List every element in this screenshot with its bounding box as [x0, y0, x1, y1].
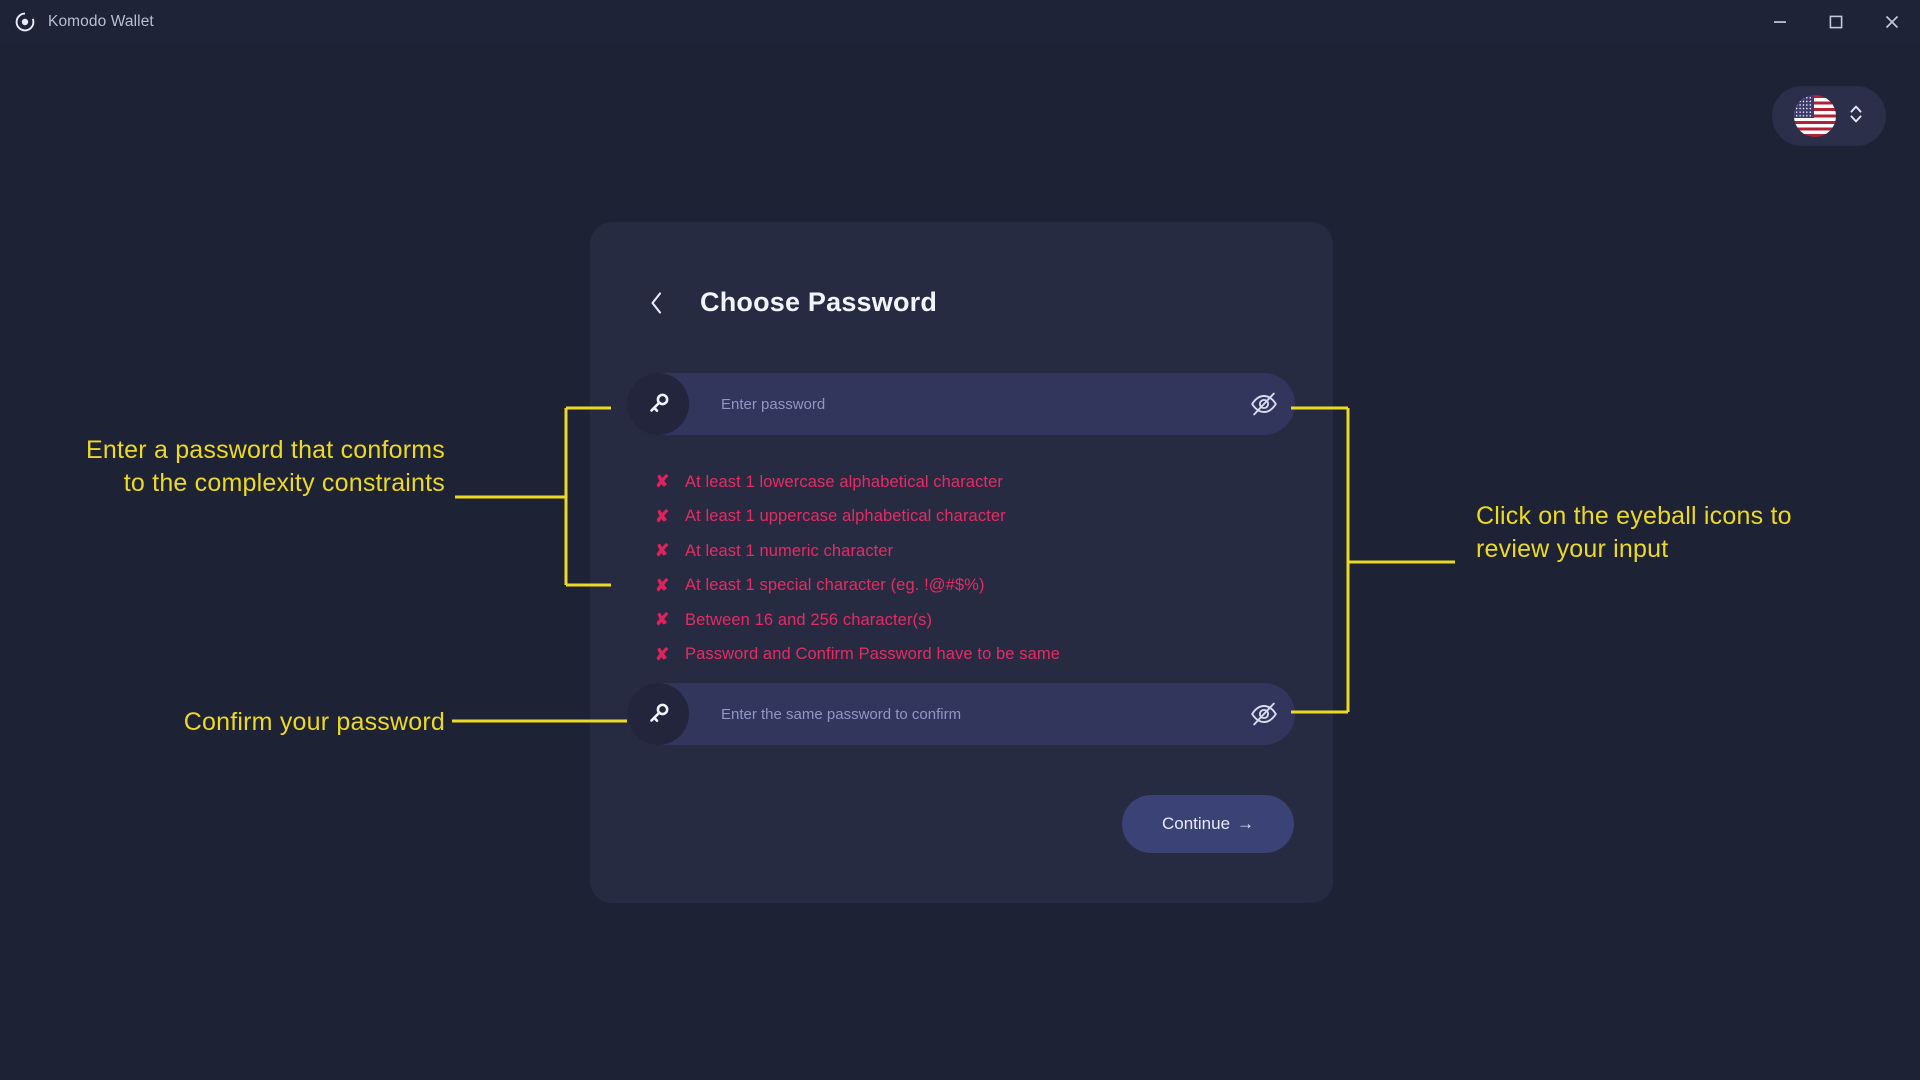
annotation-confirm-password: Confirm your password	[183, 708, 445, 736]
rule-label: Password and Confirm Password have to be…	[685, 645, 1061, 664]
window-title: Komodo Wallet	[48, 13, 154, 30]
rule-label: At least 1 lowercase alphabetical charac…	[685, 472, 1003, 491]
rule-label: At least 1 numeric character	[685, 541, 894, 560]
window-controls	[1752, 0, 1920, 44]
rule-fail-icon: ✘	[655, 472, 670, 492]
password-rules-list: ✘ At least 1 lowercase alphabetical char…	[655, 465, 1255, 672]
rule-fail-icon: ✘	[655, 644, 670, 664]
continue-button-label: Continue	[1161, 814, 1231, 833]
rule-fail-icon: ✘	[655, 506, 670, 526]
arrow-right-icon: →	[1237, 814, 1255, 833]
eye-off-icon[interactable]	[1233, 683, 1295, 745]
rule-fail-icon: ✘	[655, 575, 670, 595]
language-selector[interactable]	[1772, 86, 1886, 146]
window-titlebar: Komodo Wallet	[0, 0, 1920, 44]
key-icon	[627, 373, 689, 435]
confirm-password-input[interactable]	[689, 683, 1233, 745]
password-input[interactable]	[689, 373, 1233, 435]
rule-label: At least 1 uppercase alphabetical charac…	[685, 507, 1006, 526]
us-flag-icon	[1794, 95, 1836, 137]
confirm-password-field[interactable]	[627, 683, 1295, 745]
komodo-logo-icon	[14, 11, 36, 33]
rule-label: Between 16 and 256 character(s)	[685, 610, 933, 629]
password-field[interactable]	[627, 373, 1295, 435]
card-header: Choose Password	[646, 287, 937, 318]
choose-password-card: Choose Password	[590, 222, 1333, 903]
rule-item: ✘ Between 16 and 256 character(s)	[655, 603, 1255, 638]
continue-button[interactable]: Continue →	[1122, 795, 1294, 853]
close-button[interactable]	[1864, 0, 1920, 44]
eye-off-icon[interactable]	[1233, 373, 1295, 435]
key-icon	[627, 683, 689, 745]
rule-item: ✘ Password and Confirm Password have to …	[655, 638, 1255, 673]
rule-fail-icon: ✘	[655, 610, 670, 630]
rule-item: ✘ At least 1 uppercase alphabetical char…	[655, 500, 1255, 535]
annotation-password-complexity: Enter a password that conforms to the co…	[86, 436, 445, 497]
rule-fail-icon: ✘	[655, 541, 670, 561]
back-chevron-icon[interactable]	[646, 288, 668, 318]
chevron-up-down-icon	[1848, 103, 1864, 130]
rule-item: ✘ At least 1 special character (eg. !@#$…	[655, 569, 1255, 604]
maximize-button[interactable]	[1808, 0, 1864, 44]
rule-label: At least 1 special character (eg. !@#$%)	[685, 576, 985, 595]
minimize-button[interactable]	[1752, 0, 1808, 44]
rule-item: ✘ At least 1 numeric character	[655, 534, 1255, 569]
annotation-eyeball-icons: Click on the eyeball icons to review you…	[1476, 502, 1792, 563]
rule-item: ✘ At least 1 lowercase alphabetical char…	[655, 465, 1255, 500]
page-title: Choose Password	[700, 287, 938, 317]
